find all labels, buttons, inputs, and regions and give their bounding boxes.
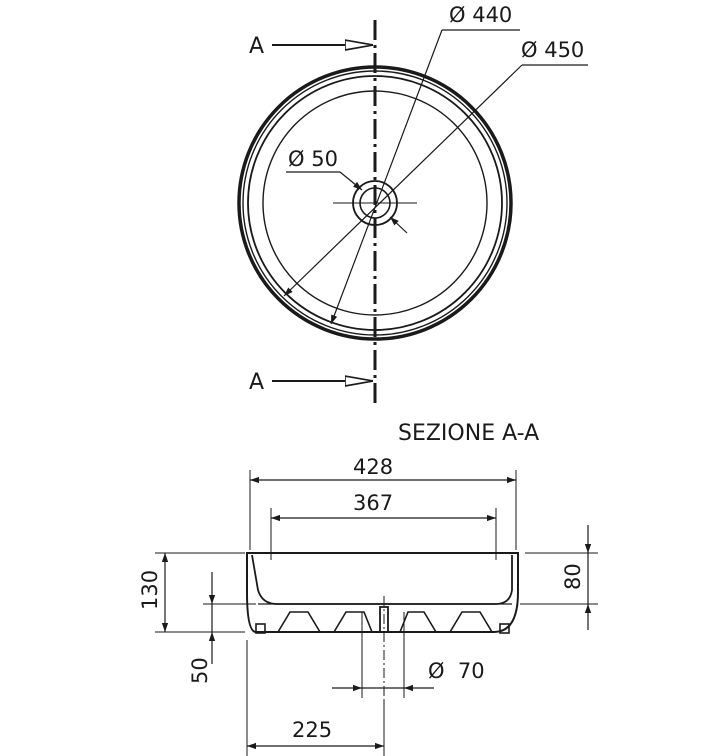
dim-overall-width-text: 428 [353, 455, 393, 479]
dim-drain-offset-text: 225 [292, 718, 332, 742]
section-view: SEZIONE A-A 428 367 130 [138, 421, 598, 756]
section-marker-top-label: A [249, 34, 264, 59]
dim-outer-diameter-text: Ø 450 [521, 38, 584, 62]
basin-inner-profile [251, 554, 513, 605]
dim-line-outer-diameter [283, 64, 523, 297]
dim-line-drain-diameter [339, 171, 363, 191]
section-title: SEZIONE A-A [398, 421, 539, 446]
foot-1 [277, 611, 321, 633]
right-bracket [499, 623, 510, 634]
dim-line-inner-diameter [330, 29, 443, 325]
dim-drain-diameter-text: Ø 50 [288, 147, 338, 171]
dim-foot-height-text: 50 [188, 657, 212, 684]
top-view: A A Ø 440 Ø 450 Ø 50 [237, 3, 588, 404]
basin-outer-profile [246, 552, 519, 633]
dim-inner-diameter-text: Ø 440 [449, 3, 512, 27]
dim-total-height-text: 130 [138, 570, 162, 610]
dim-line-drain-diameter-2 [389, 216, 408, 234]
foot-2 [333, 611, 373, 633]
foot-3 [399, 611, 437, 633]
foot-4 [449, 611, 493, 633]
section-marker-bottom-label: A [249, 370, 264, 395]
left-bracket [255, 623, 266, 634]
dim-basin-depth-text: 80 [561, 563, 585, 590]
dim-inner-width-text: 367 [353, 491, 393, 515]
dim-drain-diameter-section-text: Ø 70 [428, 659, 485, 683]
